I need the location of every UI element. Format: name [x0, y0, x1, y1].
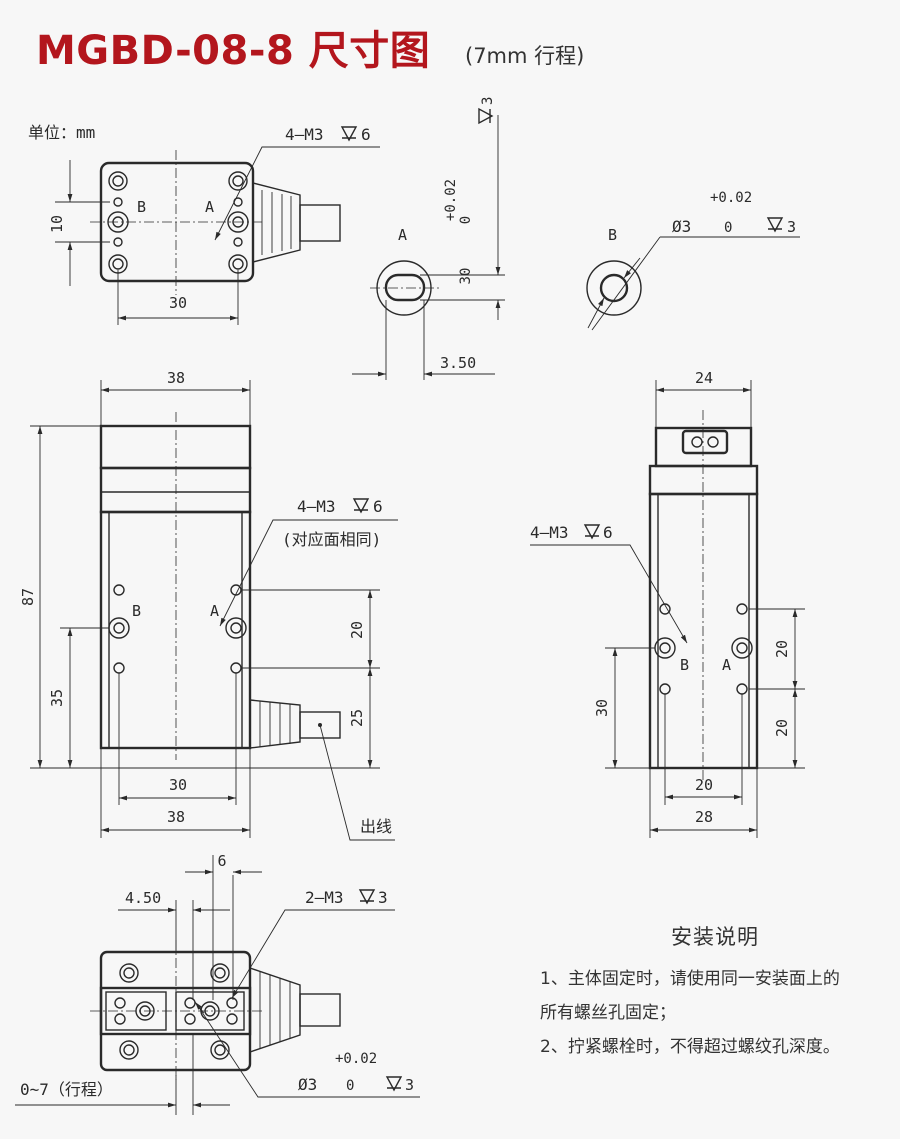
front-view-holes: [108, 584, 247, 674]
dim-side-20-bottom: 20: [695, 776, 713, 794]
detail-b-tol-zero: 0: [724, 220, 732, 236]
side-b-label: B: [680, 656, 689, 674]
side-view-body: [648, 492, 759, 770]
dim-front-20: 20: [348, 621, 366, 639]
notes-line-3: 2、拧紧螺栓时，不得超过螺纹孔深度。: [540, 1037, 840, 1057]
front-hole-spec: 4–M3: [297, 497, 336, 516]
top-hole-spec: 4–M3: [285, 125, 324, 144]
side-view-cap: [654, 426, 753, 468]
dim-front-38-top: 38: [167, 369, 185, 387]
page-title: MGBD-08-8 尺寸图: [36, 28, 431, 74]
side-connector: [681, 429, 729, 455]
notes-line-2: 所有螺丝孔固定；: [540, 1003, 676, 1023]
front-view: B A 4–M3 6 (对应面相同) 出线 38 87: [19, 369, 398, 841]
dim-front-38-bottom: 38: [167, 808, 185, 826]
detail-b-label: B: [608, 226, 617, 244]
detail-a: A +0.02 0 30 3 3.50: [352, 97, 505, 380]
top-view-holes: [107, 171, 249, 274]
bottom-hole-spec: 2–M3: [305, 888, 344, 907]
bottom-view: 2–M3 3 6 4.50 +0.02 Ø3 0 3 0~7（行程）: [15, 852, 420, 1115]
dim-top-10: 10: [48, 215, 66, 233]
detail-b-dia: Ø3: [672, 217, 691, 236]
unit-label: 单位：mm: [28, 123, 95, 142]
side-view-holes: [654, 603, 753, 695]
front-same-faces: (对应面相同): [282, 530, 381, 549]
dim-side-20-upper: 20: [773, 640, 791, 658]
detail-a-tol-plus: +0.02: [443, 179, 459, 221]
dim-top-30: 30: [169, 294, 187, 312]
front-view-cap: [99, 424, 252, 470]
bottom-tol-zero: 0: [346, 1078, 354, 1094]
detail-a-depth: 3: [480, 97, 496, 105]
dim-side-28: 28: [695, 808, 713, 826]
bottom-dia: Ø3: [298, 1075, 317, 1094]
front-view-body: [99, 510, 252, 750]
detail-b-tol-plus: +0.02: [710, 190, 752, 206]
front-a-label: A: [210, 602, 219, 620]
side-view: B A 4–M3 6 24 30 20 20 20 28: [530, 369, 805, 838]
bottom-view-holes: [114, 963, 238, 1060]
detail-b: B +0.02 Ø3 0 3: [586, 190, 800, 331]
dim-front-87: 87: [19, 588, 37, 606]
dim-3-50: 3.50: [440, 354, 476, 372]
top-a-label: A: [205, 198, 214, 216]
bottom-dia-depth: 3: [405, 1076, 414, 1094]
top-cable-connector: [252, 182, 341, 263]
notes-title: 安装说明: [671, 925, 759, 949]
front-cable-connector: [249, 699, 341, 749]
side-a-label: A: [722, 656, 731, 674]
page-subtitle: (7mm 行程): [465, 44, 585, 68]
dim-front-25: 25: [348, 709, 366, 727]
dim-front-35: 35: [48, 689, 66, 707]
side-hole-depth: 6: [603, 523, 613, 542]
front-b-label: B: [132, 602, 141, 620]
detail-b-depth: 3: [787, 218, 796, 236]
dim-bottom-4-50: 4.50: [125, 889, 161, 907]
dim-front-30: 30: [169, 776, 187, 794]
dim-side-24: 24: [695, 369, 713, 387]
bottom-tol-plus: +0.02: [335, 1051, 377, 1067]
notes-line-1: 1、主体固定时，请使用同一安装面上的: [540, 969, 840, 989]
detail-a-nominal: 30: [458, 268, 474, 285]
detail-a-tol-zero: 0: [458, 216, 474, 224]
dim-bottom-6: 6: [217, 852, 226, 870]
installation-notes: 安装说明 1、主体固定时，请使用同一安装面上的 所有螺丝孔固定； 2、拧紧螺栓时…: [540, 920, 890, 1064]
dim-side-20-lower: 20: [773, 719, 791, 737]
detail-a-label: A: [398, 226, 407, 244]
bottom-hole-depth: 3: [378, 888, 388, 907]
front-hole-depth: 6: [373, 497, 383, 516]
dim-side-30: 30: [593, 699, 611, 717]
top-b-label: B: [137, 198, 146, 216]
top-view: 单位：mm B A 4–M3 6: [28, 123, 380, 325]
top-hole-depth: 6: [361, 125, 371, 144]
stroke-range-label: 0~7（行程）: [20, 1080, 113, 1099]
side-hole-spec: 4–M3: [530, 523, 569, 542]
bottom-cable-connector: [249, 967, 341, 1053]
cable-out-label: 出线: [360, 817, 392, 836]
